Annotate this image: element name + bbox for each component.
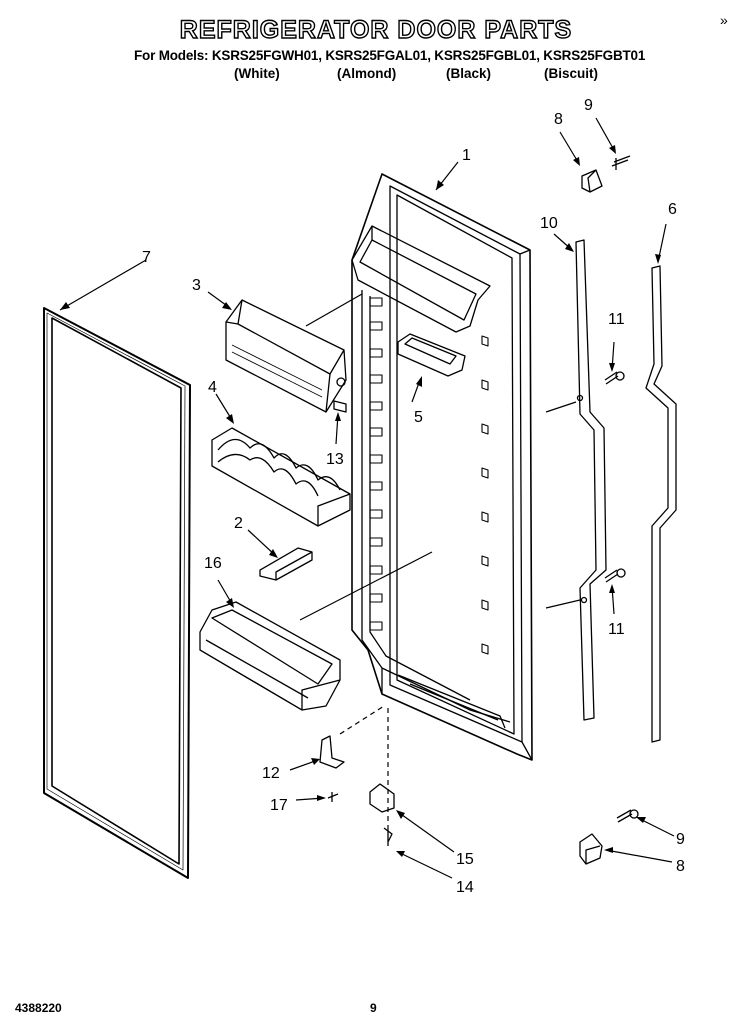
part-hinge-bracket bbox=[575, 239, 607, 721]
callout-4: 4 bbox=[208, 379, 217, 396]
part-door-gasket bbox=[43, 307, 191, 879]
part-dairy-cover bbox=[225, 299, 347, 413]
part-door bbox=[351, 173, 533, 761]
door-liner-clips bbox=[369, 297, 489, 655]
models-line: For Models: KSRS25FGWH01, KSRS25FGAL01, … bbox=[134, 48, 646, 63]
part-dairy-spring bbox=[333, 400, 347, 413]
part-small-tray bbox=[397, 333, 466, 377]
part-screws bbox=[604, 371, 626, 583]
color-black-label: (Black) bbox=[446, 66, 492, 81]
document-number: 4388220 bbox=[15, 1001, 62, 1015]
callout-14: 14 bbox=[456, 879, 474, 896]
callout-2: 2 bbox=[234, 515, 243, 532]
part-top-hinge bbox=[581, 155, 631, 193]
corner-mark: » bbox=[720, 12, 728, 28]
page-title: REFRIGERATOR DOOR PARTS bbox=[179, 15, 573, 44]
part-screw-14 bbox=[383, 827, 393, 846]
callout-1: 1 bbox=[462, 147, 471, 164]
part-hinge-pin bbox=[319, 735, 345, 769]
page-number: 9 bbox=[370, 1001, 377, 1015]
color-almond-label: (Almond) bbox=[337, 66, 397, 81]
part-bracket bbox=[259, 547, 313, 581]
callout-9-bottom: 9 bbox=[676, 831, 685, 848]
part-bottom-hinge bbox=[579, 809, 639, 865]
callout-16: 16 bbox=[204, 555, 222, 572]
part-door-stop bbox=[369, 783, 395, 813]
callout-8-bottom: 8 bbox=[676, 858, 685, 875]
part-wiring-strip bbox=[645, 265, 677, 743]
callout-9-top: 9 bbox=[584, 97, 593, 114]
callout-8-top: 8 bbox=[554, 111, 563, 128]
callout-labels: 1 2 3 4 5 6 7 8 8 9 9 10 11 11 12 13 14 … bbox=[142, 97, 685, 896]
callout-12: 12 bbox=[262, 765, 280, 782]
callout-6: 6 bbox=[668, 201, 677, 218]
callout-17: 17 bbox=[270, 797, 288, 814]
callout-5: 5 bbox=[414, 409, 423, 426]
leader-lines bbox=[59, 117, 675, 879]
part-egg-tray bbox=[211, 427, 351, 527]
callout-15: 15 bbox=[456, 851, 474, 868]
callout-13: 13 bbox=[326, 451, 344, 468]
callout-3: 3 bbox=[192, 277, 201, 294]
callout-11-top: 11 bbox=[608, 311, 625, 328]
leader-arrowheads bbox=[60, 145, 661, 857]
callout-11-bottom: 11 bbox=[608, 621, 625, 638]
part-screw-17 bbox=[327, 792, 339, 802]
callout-10: 10 bbox=[540, 215, 558, 232]
color-biscuit-label: (Biscuit) bbox=[544, 66, 598, 81]
callout-7: 7 bbox=[142, 249, 151, 266]
color-white-label: (White) bbox=[234, 66, 280, 81]
part-door-bin bbox=[199, 601, 341, 711]
